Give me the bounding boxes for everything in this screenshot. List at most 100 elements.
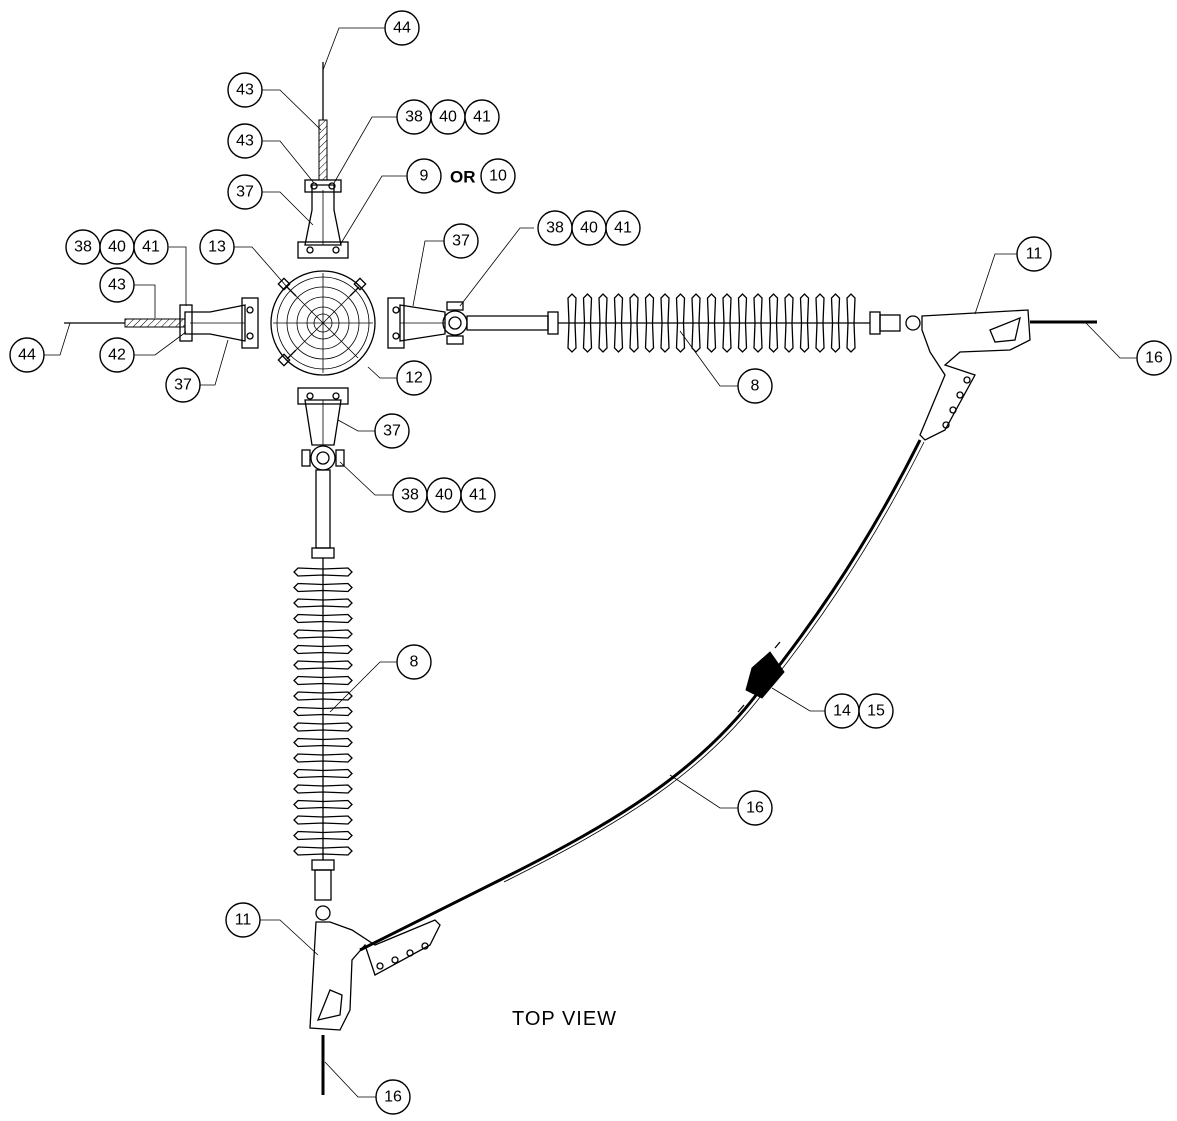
insulator-shed (293, 784, 353, 794)
yoke-link-right (399, 304, 446, 342)
svg-text:15: 15 (867, 703, 885, 720)
insulator-shed (706, 293, 717, 353)
callout-14: 14 (824, 693, 860, 729)
svg-text:41: 41 (469, 487, 487, 504)
callout-12: 12 (396, 360, 432, 396)
insulator-shed (293, 722, 353, 732)
svg-text:44: 44 (18, 347, 36, 364)
insulator-shed (293, 660, 353, 670)
svg-text:44: 44 (393, 20, 411, 37)
insulator-shed (293, 830, 353, 841)
yoke-link-left (179, 304, 246, 342)
callout-10: 10 (480, 158, 516, 194)
callout-43-b: 43 (227, 123, 263, 159)
insulator-shed (582, 293, 593, 353)
insulator-shed (293, 582, 353, 593)
svg-text:40: 40 (580, 220, 598, 237)
callout-41-left: 41 (133, 229, 169, 265)
svg-text:11: 11 (235, 912, 252, 929)
callout-38-left: 38 (65, 229, 101, 265)
insulator-shed (567, 293, 577, 353)
callout-11-right: 11 (1016, 236, 1052, 272)
insulator-shed (293, 737, 353, 748)
leader-lines (44, 27, 1137, 1098)
svg-text:9: 9 (420, 168, 429, 185)
insulator-shed (293, 644, 353, 655)
guy-wire-top (318, 62, 328, 181)
dead-end-clamp-bottom (309, 919, 441, 1031)
svg-text:12: 12 (405, 370, 423, 387)
svg-text:40: 40 (435, 487, 453, 504)
svg-text:38: 38 (401, 487, 419, 504)
svg-text:14: 14 (833, 703, 851, 720)
svg-text:8: 8 (751, 378, 760, 395)
svg-text:37: 37 (236, 184, 254, 201)
callout-40-left: 40 (99, 229, 135, 265)
svg-text:41: 41 (142, 239, 160, 256)
or-label: OR (450, 168, 476, 187)
svg-text:8: 8 (410, 654, 419, 671)
insulator-shed (815, 293, 825, 353)
insulator-shed (293, 629, 353, 639)
callout-37-bottom: 37 (374, 413, 410, 449)
insulator-shed (293, 613, 353, 624)
callout-37-left: 37 (165, 367, 201, 403)
insulator-shed (644, 293, 655, 353)
callout-41-bottom: 41 (460, 477, 496, 513)
insulator-shed (737, 293, 748, 353)
insulator-horizontal (466, 293, 921, 353)
callout-40-right: 40 (571, 210, 607, 246)
callout-11-bottom: 11 (225, 902, 261, 938)
insulator-shed (293, 675, 353, 686)
conductor-cable (321, 320, 1097, 1095)
pole-cross-section (270, 270, 376, 376)
insulator-shed (675, 293, 686, 353)
callout-38-bottom: 38 (392, 477, 428, 513)
callout-44-top: 44 (384, 10, 420, 46)
insulator-shed (293, 768, 353, 779)
svg-text:43: 43 (236, 133, 254, 150)
callout-16-mid: 16 (737, 790, 773, 826)
callout-41-right: 41 (605, 210, 641, 246)
insulator-shed (293, 598, 353, 608)
insulator-shed (722, 293, 732, 353)
insulator-shed (613, 293, 624, 353)
insulator-shed (598, 293, 608, 353)
svg-text:11: 11 (1026, 246, 1043, 263)
insulator-shed (799, 293, 810, 353)
svg-text:42: 42 (108, 347, 126, 364)
callout-41-top: 41 (464, 99, 500, 135)
insulator-shed (830, 293, 841, 353)
svg-text:43: 43 (236, 82, 254, 99)
svg-text:41: 41 (473, 109, 491, 126)
yoke-link-top (304, 179, 342, 246)
insulator-vertical (293, 469, 353, 921)
svg-text:41: 41 (614, 220, 632, 237)
svg-text:16: 16 (746, 800, 764, 817)
svg-text:13: 13 (208, 239, 226, 256)
svg-text:16: 16 (384, 1089, 402, 1106)
callout-9: 9 (406, 158, 442, 194)
callout-37-top: 37 (227, 174, 263, 210)
insulator-shed (293, 815, 353, 825)
y-clevis-right (442, 301, 468, 345)
insulator-shed (768, 293, 779, 353)
svg-text:38: 38 (546, 220, 564, 237)
insulator-shed (293, 691, 353, 701)
insulator-shed (293, 846, 353, 856)
insulator-shed (629, 293, 639, 353)
svg-text:38: 38 (405, 109, 423, 126)
callout-43-left: 43 (99, 267, 135, 303)
insulator-sheds-vertical (293, 567, 353, 856)
svg-text:40: 40 (439, 109, 457, 126)
callout-37-right: 37 (443, 223, 479, 259)
y-clevis-bottom (301, 445, 345, 471)
callout-44-left: 44 (9, 337, 45, 373)
guy-wire-left (64, 318, 186, 328)
insulator-shed (293, 706, 353, 717)
insulator-shed (660, 293, 670, 353)
svg-text:37: 37 (383, 423, 401, 440)
callout-8-bottom: 8 (396, 644, 432, 680)
insulator-shed (846, 293, 856, 353)
